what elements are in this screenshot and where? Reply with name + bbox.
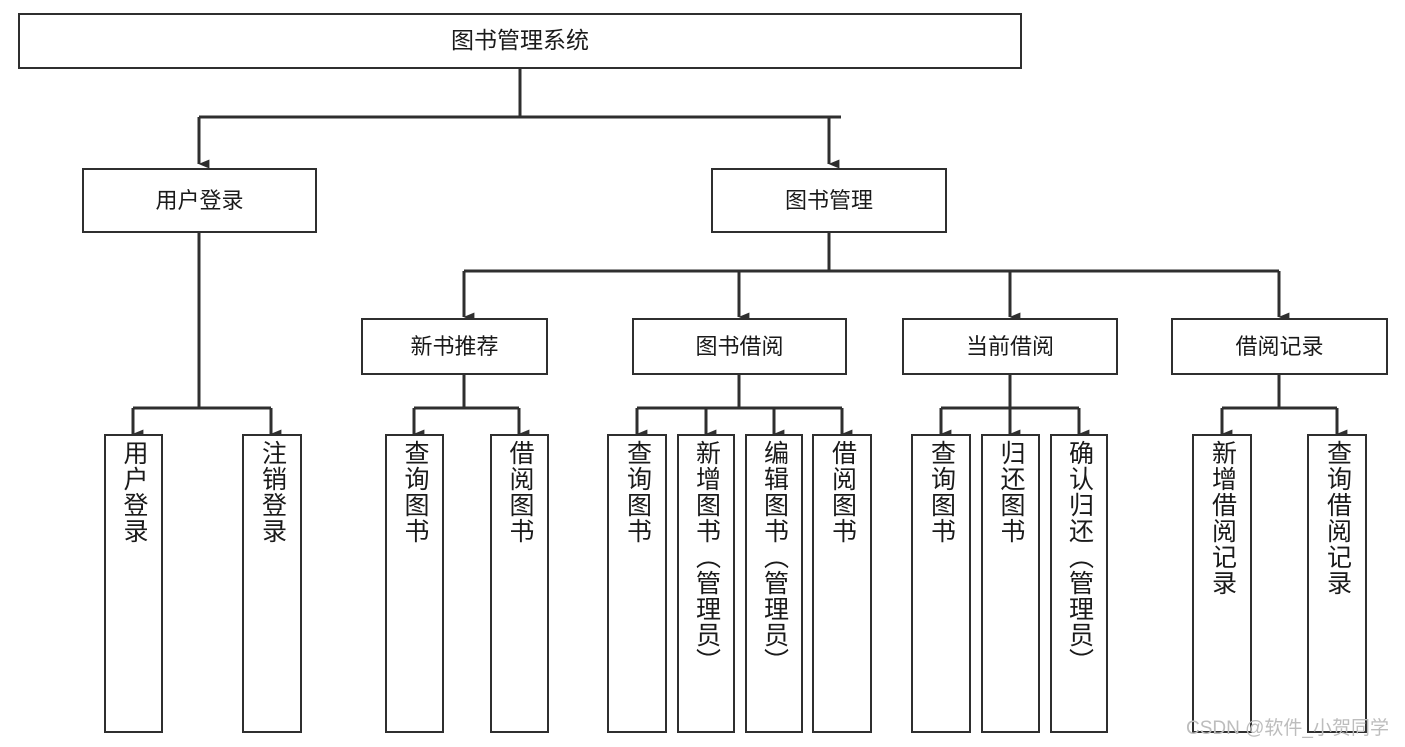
node-label: 借阅记录 — [1235, 333, 1324, 359]
node-label: 借阅图书 — [828, 440, 857, 544]
node-label: 新增图书（管理员） — [692, 440, 721, 674]
node-label: 查询图书 — [927, 440, 956, 544]
node-label: 借阅图书 — [506, 440, 534, 544]
node-root-system[interactable]: 图书管理系统 — [18, 13, 1022, 69]
node-label: 查询图书 — [401, 440, 429, 544]
node-label: 注销登录 — [258, 440, 287, 544]
node-current-borrow[interactable]: 当前借阅 — [902, 318, 1118, 375]
node-book-management[interactable]: 图书管理 — [711, 168, 947, 233]
leaf-borrow-query-book[interactable]: 查询图书 — [607, 434, 667, 733]
leaf-user-login-signin[interactable]: 用户登录 — [104, 434, 163, 733]
leaf-current-query-book[interactable]: 查询图书 — [911, 434, 971, 733]
node-label: 编辑图书（管理员） — [760, 440, 789, 674]
node-borrow-record[interactable]: 借阅记录 — [1171, 318, 1388, 375]
leaf-borrow-edit-book-admin[interactable]: 编辑图书（管理员） — [745, 434, 803, 733]
leaf-recommend-query-book[interactable]: 查询图书 — [385, 434, 444, 733]
leaf-borrow-add-book-admin[interactable]: 新增图书（管理员） — [677, 434, 735, 733]
leaf-record-add-record[interactable]: 新增借阅记录 — [1192, 434, 1252, 733]
node-label: 用户登录 — [155, 187, 244, 213]
leaf-borrow-borrow-book[interactable]: 借阅图书 — [812, 434, 872, 733]
node-label: 新书推荐 — [410, 333, 499, 359]
node-label: 查询图书 — [623, 440, 652, 544]
leaf-current-confirm-return-admin[interactable]: 确认归还（管理员） — [1050, 434, 1108, 733]
node-label: 查询借阅记录 — [1323, 440, 1352, 596]
node-label: 当前借阅 — [965, 333, 1054, 359]
node-label: 确认归还（管理员） — [1065, 440, 1094, 674]
node-label: 图书管理系统 — [451, 27, 589, 54]
node-label: 图书管理 — [784, 187, 873, 213]
leaf-recommend-borrow-book[interactable]: 借阅图书 — [490, 434, 549, 733]
leaf-record-query-record[interactable]: 查询借阅记录 — [1307, 434, 1367, 733]
node-new-book-recommend[interactable]: 新书推荐 — [361, 318, 548, 375]
node-label: 新增借阅记录 — [1208, 440, 1237, 596]
node-label: 归还图书 — [997, 440, 1025, 544]
leaf-current-return-book[interactable]: 归还图书 — [981, 434, 1040, 733]
node-user-login[interactable]: 用户登录 — [82, 168, 317, 233]
node-label: 用户登录 — [120, 440, 148, 544]
node-book-borrow[interactable]: 图书借阅 — [632, 318, 847, 375]
watermark-text: CSDN @软件_小贺同学 — [1186, 718, 1389, 739]
leaf-user-login-signout[interactable]: 注销登录 — [242, 434, 302, 733]
node-label: 图书借阅 — [695, 333, 784, 359]
